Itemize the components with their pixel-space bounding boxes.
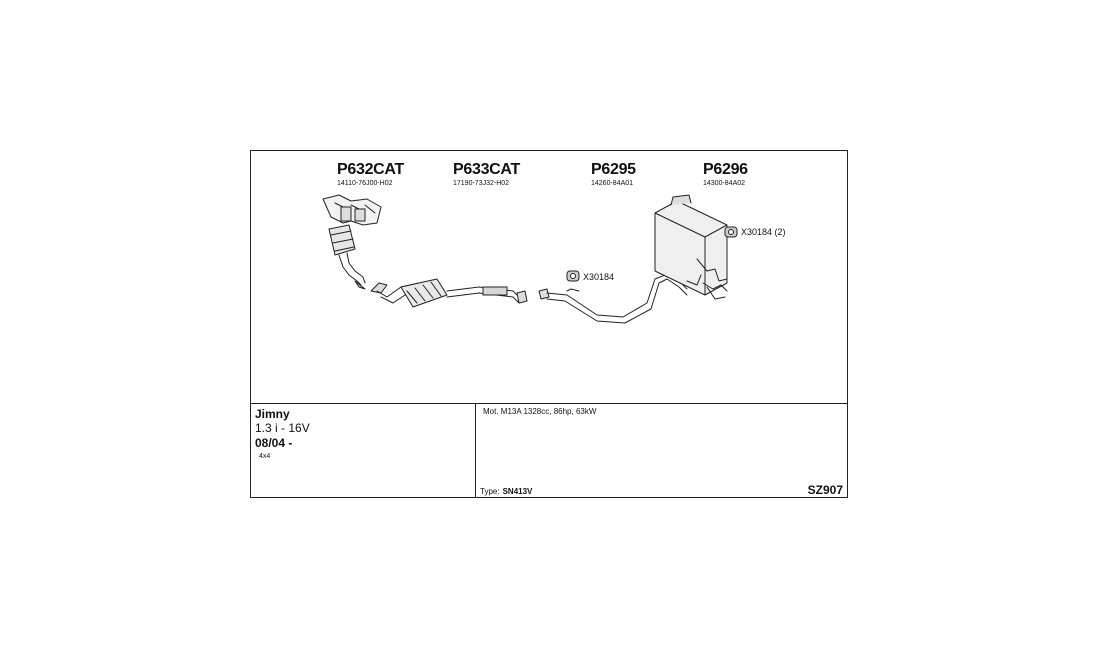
- part-oem-number: 14260-84A01: [591, 180, 634, 187]
- rubber-mount-icon: [724, 226, 738, 238]
- part-code[interactable]: P6295: [591, 161, 636, 178]
- exhaust-drawing: [322, 194, 738, 324]
- diagram-reference: SZ907: [807, 483, 843, 497]
- rear-silencer-drawing: [654, 194, 728, 300]
- part-code[interactable]: P6296: [703, 161, 748, 178]
- part-code[interactable]: P633CAT: [453, 161, 520, 178]
- vehicle-engine: 1.3 i - 16V: [255, 421, 310, 435]
- intermediate-pipe-drawing: [538, 274, 688, 324]
- part-label-group: P632CAT 14110-76J00-H02: [337, 161, 404, 187]
- exhaust-diagram-sheet: P632CAT 14110-76J00-H02 P633CAT 17190-73…: [250, 150, 848, 498]
- part-label-group: P6295 14260-84A01: [591, 161, 636, 187]
- diagram-area: P632CAT 14110-76J00-H02 P633CAT 17190-73…: [251, 151, 847, 403]
- type-value: SN413V: [502, 487, 533, 496]
- rubber-mount-icon: [566, 270, 580, 282]
- vehicle-model: Jimny: [255, 407, 290, 421]
- vehicle-info: Jimny 1.3 i - 16V 08/04 - 4x4: [255, 407, 310, 460]
- front-pipe-catalyst-drawing: [370, 278, 528, 308]
- vertical-divider: [475, 403, 476, 497]
- part-oem-number: 14110-76J00-H02: [337, 180, 393, 187]
- vehicle-type: Type:SN413V: [480, 487, 532, 496]
- part-oem-number: 17190-73J32-H02: [453, 180, 510, 187]
- fitting-label[interactable]: X30184 (2): [741, 227, 786, 237]
- vehicle-years: 08/04 -: [255, 436, 293, 450]
- part-code[interactable]: P632CAT: [337, 161, 404, 178]
- part-oem-number: 14300-84A02: [703, 180, 746, 187]
- type-label: Type:: [480, 487, 500, 496]
- horizontal-divider: [251, 403, 847, 404]
- vehicle-drive: 4x4: [259, 453, 271, 460]
- part-label-group: P633CAT 17190-73J32-H02: [453, 161, 520, 187]
- fitting-label[interactable]: X30184: [583, 272, 615, 282]
- manifold-catalyst-drawing: [322, 194, 382, 290]
- part-label-group: P6296 14300-84A02: [703, 161, 748, 187]
- motor-spec: Mot. M13A 1328cc, 86hp, 63kW: [483, 407, 597, 416]
